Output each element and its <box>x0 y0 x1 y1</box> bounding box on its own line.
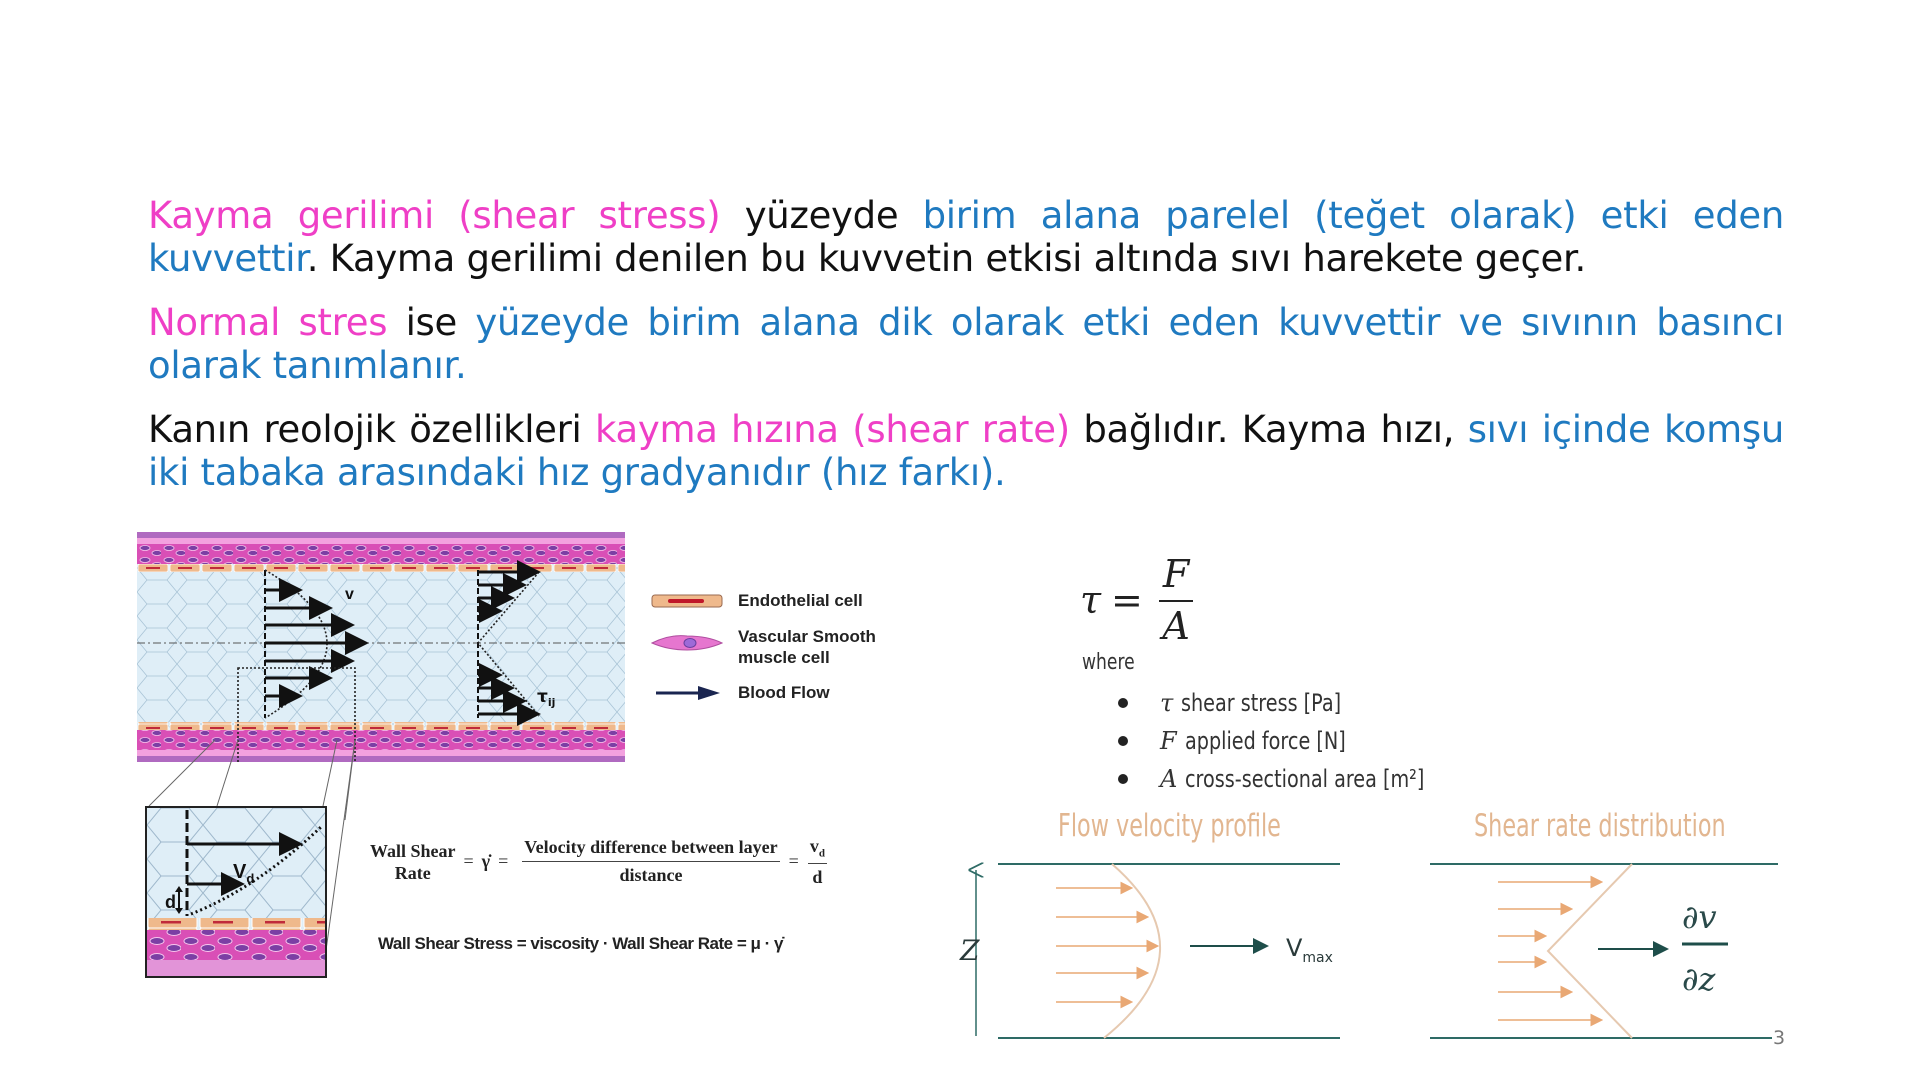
wall-shear-rate-formula: Wall Shear Rate = γ̇ = Velocity differen… <box>370 836 833 888</box>
text-segment: yüzeyde <box>720 194 923 237</box>
diagram-legend: Endothelial cell Vascular Smooth muscle … <box>650 590 900 718</box>
term-shear-stress: Kayma gerilimi (shear stress) <box>148 194 721 237</box>
legend-label: Blood Flow <box>738 683 830 702</box>
v-symbol: v <box>809 836 819 856</box>
legend-item-smooth-muscle: Vascular Smooth muscle cell <box>650 626 900 668</box>
symbol: A <box>1160 765 1178 793</box>
flow-velocity-profile-diagram: Z Vmax <box>959 860 1340 1039</box>
text-segment: Kanın reolojik özellikleri <box>148 408 596 451</box>
text-segment: bağlıdır. Kayma hızı, <box>1069 408 1468 451</box>
definition-text: cross-sectional area [m²] <box>1185 765 1425 793</box>
definition-text: shear stress [Pa] <box>1181 689 1342 717</box>
wall-inset-diagram: d Vd <box>145 806 327 978</box>
label-line: Rate <box>394 862 431 883</box>
smooth-muscle-cell-icon <box>650 635 724 651</box>
vmax-label: Vmax <box>1286 934 1333 966</box>
bullet-icon <box>1118 774 1128 784</box>
definition-text: applied force [N] <box>1184 727 1346 755</box>
where-label: where <box>1082 650 1135 675</box>
paragraph-shear-rate: Kanın reolojik özellikleri kayma hızına … <box>148 408 1784 494</box>
definition-normal-stress: yüzeyde birim alana dik olarak etki eden… <box>148 301 1784 387</box>
velocity-over-distance-fraction: Velocity difference between layer distan… <box>522 837 780 886</box>
dv-label: ∂v <box>1682 898 1717 936</box>
paragraph-shear-stress: Kayma gerilimi (shear stress) yüzeyde bi… <box>148 194 1784 280</box>
numerator: Velocity difference between layer <box>522 837 780 863</box>
gamma-dot-symbol: γ̇ <box>481 851 491 872</box>
shear-tau-label: τij <box>537 687 555 709</box>
symbol: τ <box>1160 689 1174 717</box>
blood-flow-arrow-icon <box>656 686 720 700</box>
d-symbol: d <box>812 866 823 887</box>
denominator: A <box>1162 604 1190 648</box>
text-segment: ise <box>387 301 476 344</box>
numerator: F <box>1158 552 1194 602</box>
vd-label: Vd <box>233 861 254 886</box>
page-number: 3 <box>1773 1027 1786 1049</box>
label-line: Wall Shear <box>370 840 456 861</box>
bullet-icon <box>1118 698 1128 708</box>
zoom-connector-lines <box>148 740 356 820</box>
bullet-icon <box>1118 736 1128 746</box>
legend-label: Endothelial cell <box>738 591 863 610</box>
z-axis-label: Z <box>959 934 980 967</box>
flow-velocity-profile-title: Flow velocity profile <box>1058 808 1281 844</box>
velocity-label: v <box>345 586 354 603</box>
dz-label: ∂z <box>1682 960 1717 998</box>
equals-sign: = <box>788 851 799 872</box>
definition-shear-rate: sıvı içinde komşu iki tabaka arasındaki … <box>148 408 1784 494</box>
distance-label: d <box>165 892 176 912</box>
wall-shear-stress-formula: Wall Shear Stress = viscosity · Wall She… <box>378 934 783 953</box>
shear-rate-distribution-diagram: ∂v ∂z <box>1430 863 1778 1039</box>
shear-rate-distribution-title: Shear rate distribution <box>1474 808 1726 844</box>
force-over-area-fraction: F A <box>1158 552 1194 648</box>
equals-sign: = <box>1111 578 1143 622</box>
legend-label: Vascular Smooth muscle cell <box>738 627 876 667</box>
symbol: F <box>1160 727 1177 755</box>
legend-item-endothelial: Endothelial cell <box>650 590 900 612</box>
term-normal-stress: Normal stres <box>148 301 388 344</box>
tau-symbol: τ <box>1080 578 1102 622</box>
blood-vessel-diagram: v τij <box>137 532 625 762</box>
equals-sign: = <box>463 851 474 872</box>
v-subscript: d <box>818 847 825 860</box>
vd-over-d-fraction: vd d <box>807 836 827 888</box>
shear-stress-formula: τ = F A <box>1080 552 1199 648</box>
paragraph-normal-stress: Normal stres ise yüzeyde birim alana dik… <box>148 301 1784 387</box>
definition-shear-stress: birim alana parelel (teğet olarak) etki … <box>148 194 1784 280</box>
endothelial-cell-icon <box>651 594 723 608</box>
legend-item-blood-flow: Blood Flow <box>650 682 900 704</box>
wall-shear-rate-label: Wall Shear Rate <box>370 840 456 884</box>
term-shear-rate: kayma hızına (shear rate) <box>595 408 1070 451</box>
text-segment: . Kayma gerilimi denilen bu kuvvetin etk… <box>306 237 1587 280</box>
denominator: distance <box>619 865 683 886</box>
zoom-connector-line <box>323 740 356 973</box>
equals-sign: = <box>498 851 509 872</box>
